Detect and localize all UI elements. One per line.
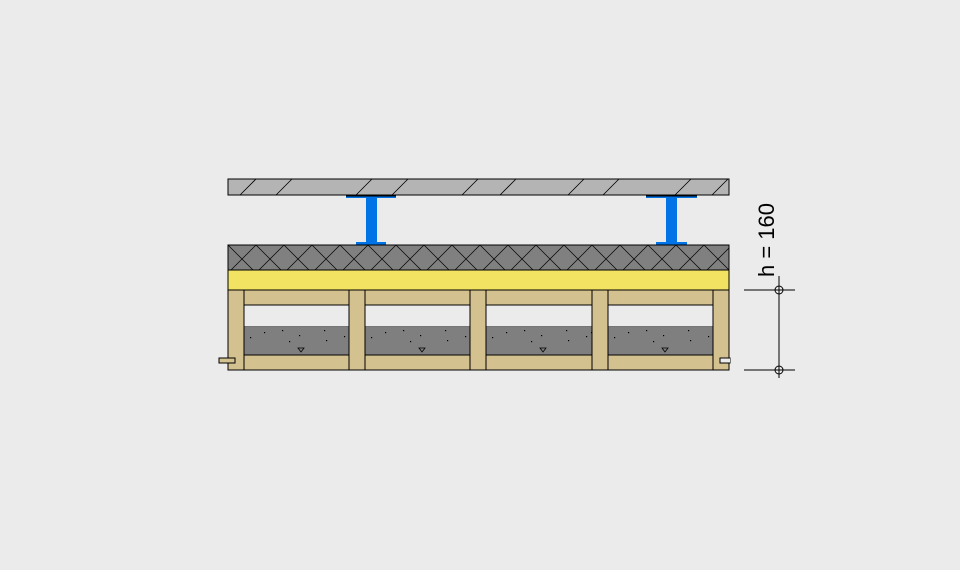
top-slab — [227, 178, 730, 196]
joist — [227, 289, 245, 371]
joist — [348, 289, 366, 371]
aggregate-dot — [568, 340, 570, 342]
hatch-line — [678, 245, 705, 270]
hatch-line — [426, 245, 453, 270]
hatch-line — [355, 179, 373, 195]
aggregate-triangle — [661, 347, 669, 353]
cavity-fill — [244, 327, 349, 355]
joist — [712, 289, 730, 371]
aggregate-dot — [663, 335, 665, 337]
cavity-void — [364, 304, 471, 328]
groove-right — [719, 357, 731, 364]
aggregate-dot — [614, 337, 616, 339]
hatch-line — [286, 245, 313, 270]
cavity-void — [607, 304, 714, 328]
hatch-line — [239, 179, 257, 195]
dimension-line — [744, 276, 795, 378]
aggregate-dot — [465, 336, 467, 338]
cavity-void — [485, 304, 593, 328]
aggregate-dot — [447, 340, 449, 342]
aggregate-dot — [410, 341, 412, 343]
aggregate-dot — [385, 332, 387, 334]
hatch-line — [711, 179, 729, 195]
aggregate-dot — [524, 330, 526, 332]
hatch-line — [567, 179, 585, 195]
hatch-line — [258, 245, 285, 270]
aggregate-dot — [282, 330, 284, 332]
aggregate-dot — [420, 335, 422, 337]
hatch-line — [594, 245, 621, 270]
hatch-line — [370, 245, 397, 270]
aggregate-dot — [371, 337, 373, 339]
joist — [591, 289, 609, 371]
aggregate-dot — [541, 335, 543, 337]
pedestal-right — [646, 195, 697, 245]
timber-frame — [227, 289, 730, 371]
hatch-line — [398, 245, 425, 270]
hatch-line — [602, 179, 620, 195]
aggregate-dot — [531, 341, 533, 343]
aggregate-dot — [653, 341, 655, 343]
tongue-left — [218, 357, 236, 364]
hatch-line — [510, 245, 537, 270]
hatch-line — [706, 247, 729, 270]
cavity-void — [243, 304, 350, 328]
aggregate-dot — [289, 341, 291, 343]
aggregate-dot — [708, 336, 710, 338]
aggregate-dot — [566, 330, 568, 332]
aggregate-triangle — [297, 347, 305, 353]
hatch-line — [622, 245, 649, 270]
hatch-line — [342, 245, 369, 270]
pedestal-left — [346, 195, 396, 245]
hatch-line — [482, 245, 509, 270]
aggregate-dot — [250, 337, 252, 339]
hatch-line — [566, 245, 593, 270]
aggregate-dot — [646, 330, 648, 332]
hatch-line — [230, 245, 257, 270]
aggregate-dot — [326, 340, 328, 342]
hatch-line — [200, 245, 228, 273]
aggregate-dot — [586, 336, 588, 338]
joist — [469, 289, 487, 371]
hatch-line — [538, 245, 565, 270]
hatch-line — [674, 179, 692, 195]
aggregate-dot — [299, 335, 301, 337]
aggregate-dot — [492, 337, 494, 339]
hatch-line — [461, 179, 479, 195]
aggregate-dot — [264, 332, 266, 334]
hatch-line — [314, 245, 341, 270]
screed-layer — [200, 244, 730, 273]
cavity-fill — [365, 327, 470, 355]
cavity-fill — [486, 327, 592, 355]
hatch-line — [499, 179, 517, 195]
dimension-label: h = 160 — [754, 203, 779, 277]
hatch-line — [391, 179, 409, 195]
aggregate-dot — [403, 330, 405, 332]
aggregate-dot — [445, 330, 447, 332]
aggregate-triangle — [418, 347, 426, 353]
hatch-line — [454, 245, 481, 270]
aggregate-dot — [324, 330, 326, 332]
aggregate-dot — [690, 340, 692, 342]
aggregate-dot — [344, 336, 346, 338]
aggregate-triangle — [539, 347, 547, 353]
aggregate-dot — [628, 332, 630, 334]
hatch-line — [275, 179, 293, 195]
hatch-line — [228, 245, 229, 246]
aggregate-dot — [688, 330, 690, 332]
insulation-layer — [227, 269, 730, 291]
aggregate-dot — [506, 332, 508, 334]
hatch-line — [650, 245, 677, 270]
cavity-fill — [608, 327, 713, 355]
